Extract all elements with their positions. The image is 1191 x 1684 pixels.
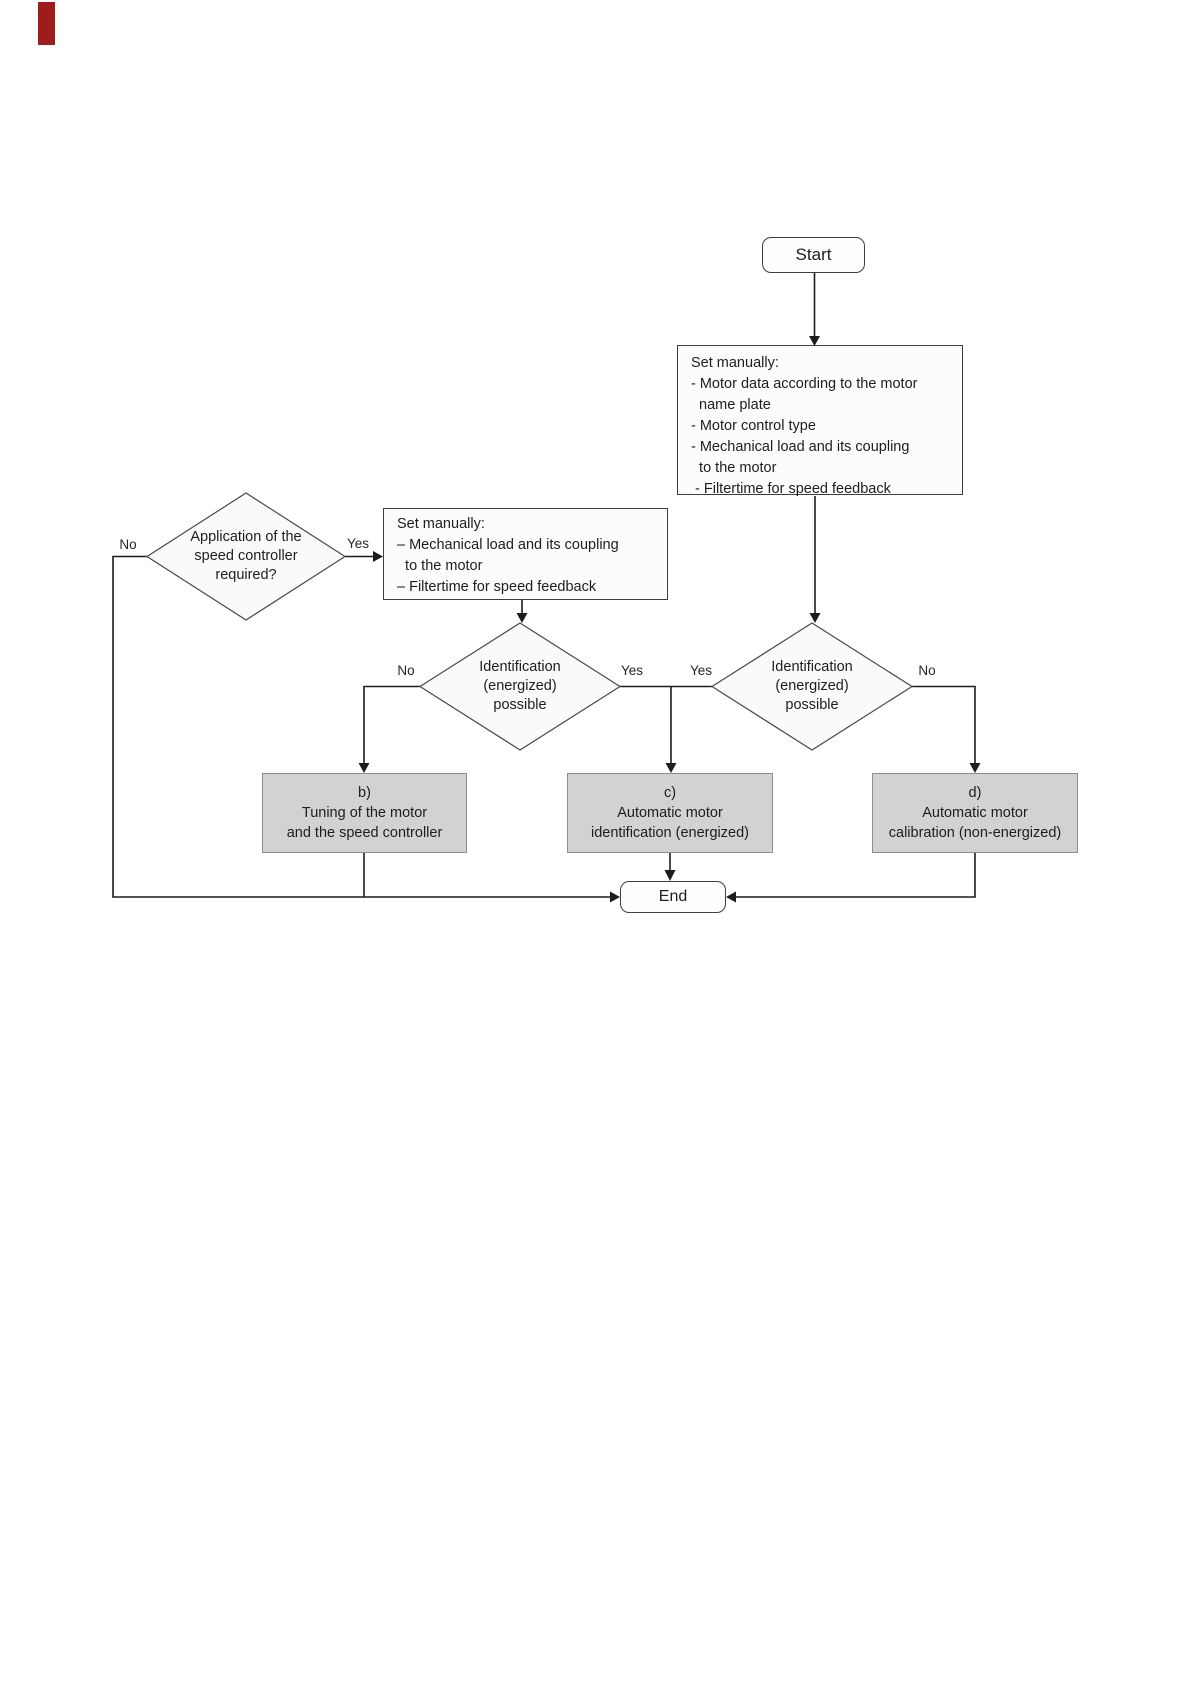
- arrowhead-into-d: [969, 763, 981, 773]
- process-line: – Mechanical load and its coupling: [397, 537, 619, 553]
- edge-label-application-no: No: [119, 537, 137, 552]
- decision-line: possible: [785, 696, 839, 713]
- red-bookmark-mark: [38, 2, 55, 45]
- diamond-identification-right-shape: [710, 622, 914, 751]
- result-line: Tuning of the motor: [301, 805, 428, 821]
- start-label: Start: [795, 245, 832, 264]
- process-set-manually-speed: Set manually: – Mechanical load and its …: [383, 508, 668, 600]
- decision-line: Identification: [771, 658, 853, 675]
- result-line: and the speed controller: [286, 825, 443, 841]
- arrowhead-into-end-right: [726, 891, 736, 903]
- result-line: Automatic motor: [617, 805, 723, 821]
- edge-identright-no-to-d: [912, 685, 976, 764]
- end-label: End: [658, 888, 688, 905]
- process-line: Set manually:: [691, 355, 779, 371]
- decision-identification-left-text: Identification (energized) possible: [430, 655, 610, 717]
- start-node: Start: [762, 237, 865, 273]
- edge-label-identright-yes: Yes: [689, 663, 713, 678]
- decision-line: possible: [493, 696, 547, 713]
- decision-line: (energized): [483, 677, 557, 694]
- process-line: to the motor: [397, 558, 483, 574]
- result-line: identification (energized): [591, 825, 749, 841]
- decision-line: Identification: [479, 658, 561, 675]
- result-line: Automatic motor: [922, 805, 1028, 821]
- edge-yes-merge-to-c: [620, 685, 712, 764]
- process-line: Set manually:: [397, 516, 485, 532]
- decision-line: speed controller: [194, 547, 298, 564]
- arrowhead-into-end-top: [664, 870, 676, 881]
- arrowhead-into-identright: [809, 613, 821, 623]
- arrowhead-into-end-left: [610, 891, 620, 903]
- process-line: to the motor: [691, 460, 777, 476]
- edge-label-identleft-no: No: [397, 663, 415, 678]
- edge-label-identleft-yes: Yes: [620, 663, 644, 678]
- diamond-application-shape: [145, 492, 347, 621]
- decision-application-text: Application of the speed controller requ…: [156, 525, 336, 587]
- process-line: - Motor control type: [691, 418, 816, 434]
- process-set-manually-full: Set manually: - Motor data according to …: [677, 345, 963, 497]
- result-box-b: b) Tuning of the motor and the speed con…: [262, 773, 467, 853]
- edge-d-to-end: [736, 853, 976, 898]
- result-box-d: d) Automatic motor calibration (non-ener…: [872, 773, 1078, 853]
- decision-identification-right-text: Identification (energized) possible: [722, 655, 902, 717]
- process-line: - Motor data according to the motor: [691, 376, 918, 392]
- result-line: b): [358, 785, 371, 801]
- decision-line: Application of the: [190, 528, 302, 545]
- result-line: calibration (non-energized): [888, 825, 1062, 841]
- process-line: name plate: [691, 397, 771, 413]
- process-line: - Mechanical load and its coupling: [691, 439, 910, 455]
- decision-line: required?: [215, 566, 277, 583]
- arrowhead-into-identleft: [516, 613, 528, 623]
- edge-identleft-no-to-b: [363, 685, 420, 764]
- arrowhead-into-b: [358, 763, 370, 773]
- arrowhead-into-c: [665, 763, 677, 773]
- edge-application-no-to-end: [112, 555, 611, 898]
- decision-line: (energized): [775, 677, 849, 694]
- arrowhead-into-setmanualspeed: [373, 551, 383, 562]
- end-node: End: [620, 881, 726, 913]
- process-line: - Filtertime for speed feedback: [691, 481, 891, 497]
- arrowhead-into-setmanual: [809, 336, 820, 346]
- result-box-c: c) Automatic motor identification (energ…: [567, 773, 773, 853]
- result-line: d): [968, 785, 982, 801]
- edge-label-identright-no: No: [918, 663, 936, 678]
- edge-label-application-yes: Yes: [346, 536, 370, 551]
- process-line: – Filtertime for speed feedback: [397, 579, 597, 595]
- diamond-identification-left-shape: [418, 622, 622, 751]
- result-line: c): [663, 785, 677, 801]
